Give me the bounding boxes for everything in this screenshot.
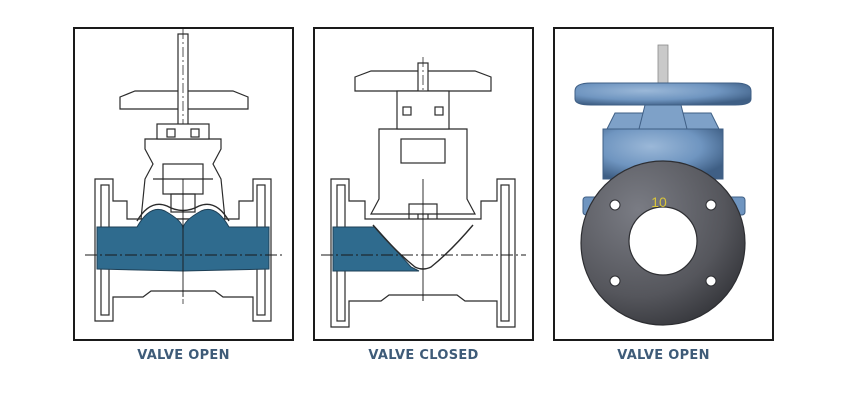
valve-open-drawing-panel <box>73 27 294 341</box>
valve-photo: 10 <box>574 44 752 326</box>
flange-size-stamp: 10 <box>651 194 667 210</box>
valve-open-cross-section <box>85 29 282 322</box>
caption-valve-closed-drawing: VALVE CLOSED <box>368 348 479 363</box>
valve-closed-cross-section <box>321 57 526 328</box>
valve-photo-panel: 10 <box>553 27 774 341</box>
valve-closed-drawing-panel <box>313 27 534 341</box>
caption-valve-open-drawing: VALVE OPEN <box>137 348 230 363</box>
caption-valve-open-photo: VALVE OPEN <box>617 348 710 363</box>
